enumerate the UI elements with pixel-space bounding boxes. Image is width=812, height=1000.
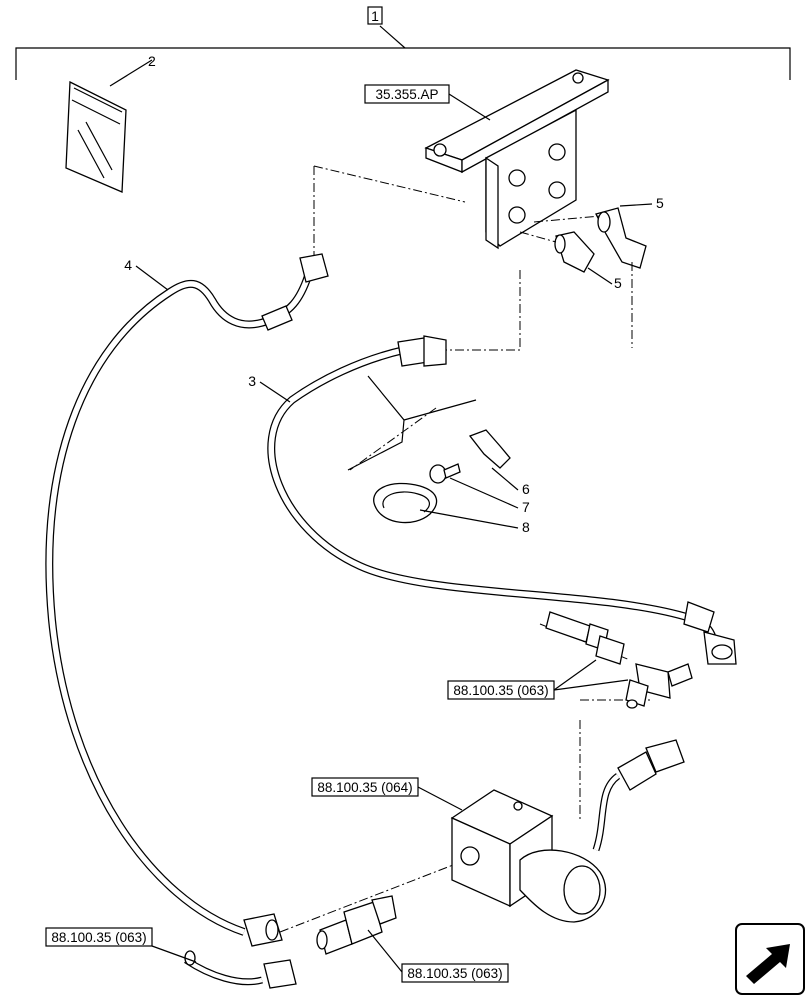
valve-block <box>424 69 610 250</box>
ref-tee-fittings-label: 88.100.35 (063) <box>453 683 548 698</box>
hose-clamp: 8 <box>373 482 530 535</box>
hose-bracket: 6 <box>468 429 530 497</box>
callout-8: 8 <box>522 519 530 535</box>
connector-fitting <box>316 895 397 955</box>
callout-6: 6 <box>522 481 530 497</box>
ref-tee-fittings: 88.100.35 (063) <box>447 659 629 700</box>
ref-valve-block: 35.355.AP <box>364 84 491 121</box>
callout-7: 7 <box>522 499 530 515</box>
hose-short: 3 <box>248 335 737 665</box>
hose-long: 4 <box>45 253 329 947</box>
ref-solenoid-valve-label: 88.100.35 (064) <box>317 780 412 795</box>
instruction-booklet: 2 <box>65 53 156 193</box>
tee-fittings <box>545 611 693 709</box>
callout-2: 2 <box>148 53 156 69</box>
fitting-straight: 5 <box>554 231 622 291</box>
ref-hose-end-left-label: 88.100.35 (063) <box>51 930 146 945</box>
ref-valve-block-label: 35.355.AP <box>375 87 438 102</box>
screw: 7 <box>429 463 530 515</box>
callout-3: 3 <box>248 373 256 389</box>
assembly-number: 1 <box>371 8 379 24</box>
ref-connector-fitting-label: 88.100.35 (063) <box>407 966 502 981</box>
ref-solenoid-valve: 88.100.35 (064) <box>311 777 463 811</box>
callout-5b: 5 <box>614 275 622 291</box>
assembly-bracket: 1 <box>15 6 791 80</box>
detail-cutout <box>347 375 477 471</box>
callout-4: 4 <box>124 257 132 273</box>
ref-hose-end-left: 88.100.35 (063) <box>45 927 197 963</box>
hose-end-left <box>184 950 297 989</box>
nav-arrow-icon[interactable] <box>735 923 805 995</box>
callout-5a: 5 <box>656 195 664 211</box>
fitting-elbow: 5 <box>595 195 664 269</box>
ref-connector-fitting: 88.100.35 (063) <box>367 929 509 983</box>
solenoid-valve <box>450 739 685 923</box>
